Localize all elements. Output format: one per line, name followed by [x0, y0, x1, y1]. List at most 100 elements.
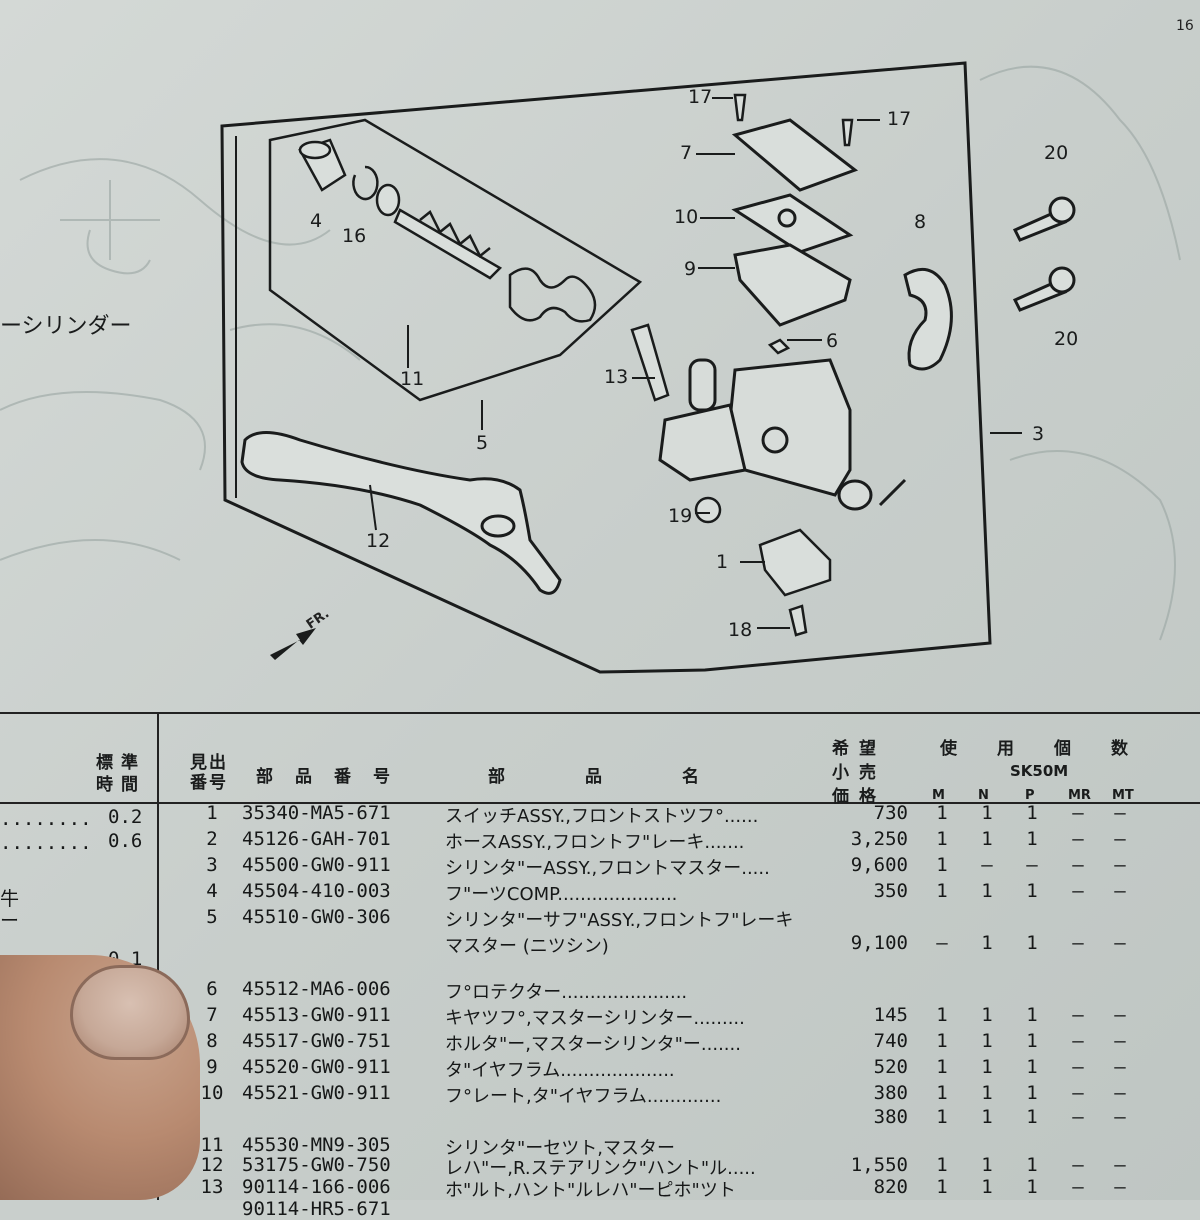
header-ref-no-2: 番号 — [190, 773, 228, 793]
left-fragment: ー — [0, 910, 20, 932]
callout-9: 9 — [684, 258, 697, 280]
part-number: 45504-410-003 — [242, 880, 391, 902]
corner-page-number: 16 — [1176, 18, 1194, 34]
qty-mt: – — [1114, 802, 1126, 824]
inner-frame-right — [236, 73, 978, 655]
callout-18: 18 — [728, 619, 753, 641]
qty-n: 1 — [981, 1030, 993, 1052]
ref-number: 10 — [200, 1082, 224, 1104]
part-name: ホ"ルト,ハント"ルレハ"ーピホ"ツト — [445, 1180, 736, 1201]
header-model-code: SK50M — [1010, 762, 1069, 780]
table-top-rule — [0, 712, 1200, 714]
outer-frame — [220, 61, 992, 674]
qty-m: 1 — [936, 854, 948, 876]
part-number: 45530-MN9-305 — [242, 1134, 391, 1156]
qty-mt: – — [1114, 854, 1126, 876]
qty-m: 1 — [936, 1082, 948, 1104]
ref-number: 3 — [206, 854, 218, 876]
qty-p: 1 — [1026, 1154, 1038, 1176]
left-dots: ........ — [0, 808, 92, 830]
header-price-2: 小売 — [832, 763, 886, 783]
qty-p: 1 — [1026, 932, 1038, 954]
retail-price: 9,600 — [850, 854, 908, 876]
callout-3: 3 — [1032, 423, 1045, 445]
parts-table: 標準 時間 見出 番号 部品番号 部品名 希望 小売 価格 使用個数 SK50M… — [0, 712, 1200, 1220]
header-col-mr: MR — [1068, 788, 1091, 803]
qty-n: – — [981, 854, 993, 876]
callout-19: 19 — [668, 505, 693, 527]
bolts-20 — [1012, 196, 1076, 312]
table-header-rule — [0, 802, 1200, 804]
retail-price: 3,250 — [850, 828, 908, 850]
part-number: 45510-GW0-306 — [242, 906, 391, 928]
qty-mt: – — [1114, 880, 1126, 902]
thumbnail-nail — [70, 965, 190, 1060]
part-name: ホースASSY.,フロントフ"レーキ....... — [445, 832, 745, 853]
part-number: 45500-GW0-911 — [242, 854, 391, 876]
part-number: 45521-GW0-911 — [242, 1082, 391, 1104]
part-name: シリンタ"ーASSY.,フロントマスター..... — [445, 858, 770, 879]
qty-mt: – — [1114, 828, 1126, 850]
qty-p: 1 — [1026, 1004, 1038, 1026]
qty-n: 1 — [981, 1056, 993, 1078]
ref-number: 12 — [200, 1154, 224, 1176]
qty-mr: – — [1072, 1154, 1084, 1176]
qty-mt: – — [1114, 1176, 1126, 1198]
master-cylinder-body — [658, 358, 907, 511]
header-col-n: N — [978, 788, 989, 803]
qty-n: 1 — [981, 828, 993, 850]
callout-16: 16 — [342, 225, 367, 247]
header-std-time-2: 時間 — [96, 775, 146, 795]
small-hardware — [630, 93, 854, 637]
callout-20-top: 20 — [1044, 142, 1069, 164]
qty-p: 1 — [1026, 1176, 1038, 1198]
qty-p: 1 — [1026, 1082, 1038, 1104]
qty-m: 1 — [936, 1004, 948, 1026]
callout-1: 1 — [716, 551, 729, 573]
table-divider — [157, 712, 159, 1200]
ref-number: 11 — [200, 1134, 224, 1156]
callout-6: 6 — [826, 330, 839, 352]
qty-mr: – — [1072, 1176, 1084, 1198]
header-price-3: 価格 — [832, 787, 886, 807]
qty-m: 1 — [936, 802, 948, 824]
part-name: ホルタ"ー,マスターシリンタ"ー....... — [445, 1034, 741, 1055]
qty-mr: – — [1072, 802, 1084, 824]
leader-lines — [369, 97, 1022, 629]
part-number: 45512-MA6-006 — [242, 978, 391, 1000]
qty-m: 1 — [936, 1154, 948, 1176]
left-time: 0.2 — [108, 806, 143, 828]
left-fragment: 牛 — [0, 888, 20, 910]
part-name: タ"イヤフラム.................... — [445, 1060, 675, 1081]
part-name: シリンタ"ーセツト,マスター — [445, 1138, 675, 1159]
left-time: 0.6 — [108, 830, 143, 852]
qty-mt: – — [1114, 932, 1126, 954]
ref-number: 1 — [206, 802, 218, 824]
part-number: 45126-GAH-701 — [242, 828, 391, 850]
ref-number: 2 — [206, 828, 218, 850]
header-price: 希望 — [832, 739, 886, 759]
ref-number: 4 — [206, 880, 218, 902]
section-title-fragment: ーシリンダー — [0, 314, 132, 339]
header-col-p: P — [1025, 788, 1035, 803]
part-number: 90114-HR5-671 — [242, 1198, 391, 1220]
header-part-number: 部品番号 — [256, 767, 412, 787]
callout-17-left: 17 — [688, 86, 713, 108]
part-name: フ°ロテクター...................... — [445, 982, 688, 1003]
callout-7: 7 — [680, 142, 693, 164]
ref-number: 6 — [206, 978, 218, 1000]
part-number: 45513-GW0-911 — [242, 1004, 391, 1026]
qty-n: 1 — [981, 1106, 993, 1128]
qty-n: 1 — [981, 880, 993, 902]
part-name: レハ"ー,R.ステアリンク"ハント"ル..... — [445, 1158, 756, 1179]
qty-mr: – — [1072, 854, 1084, 876]
callout-5: 5 — [476, 432, 489, 454]
retail-price: 145 — [873, 1004, 908, 1026]
subassembly-frame-11 — [268, 118, 643, 402]
part-number: 45517-GW0-751 — [242, 1030, 391, 1052]
header-ref-no: 見出 — [190, 753, 228, 773]
qty-mr: – — [1072, 1056, 1084, 1078]
qty-m: 1 — [936, 1056, 948, 1078]
retail-price: 380 — [873, 1106, 908, 1128]
qty-p: – — [1026, 854, 1038, 876]
